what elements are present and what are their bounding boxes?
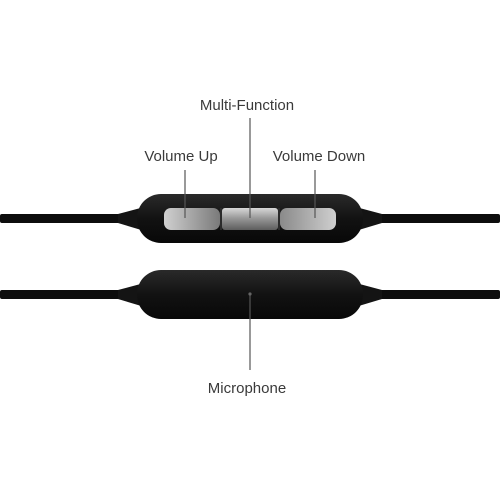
microphone-hole: [248, 292, 252, 296]
button-divider-right: [278, 208, 280, 230]
control-remote: [0, 194, 500, 243]
leader-lines: [184, 118, 316, 370]
volume-up-button[interactable]: [164, 208, 220, 230]
label-microphone: Microphone: [208, 380, 286, 397]
multi-function-button[interactable]: [222, 208, 278, 230]
label-multi-function: Multi-Function: [200, 97, 294, 114]
callout-labels: Multi-Function Volume Up Volume Down Mic…: [144, 97, 365, 397]
volume-down-button[interactable]: [280, 208, 336, 230]
label-volume-up: Volume Up: [144, 148, 217, 165]
label-volume-down: Volume Down: [273, 148, 366, 165]
button-divider-left: [220, 208, 222, 230]
